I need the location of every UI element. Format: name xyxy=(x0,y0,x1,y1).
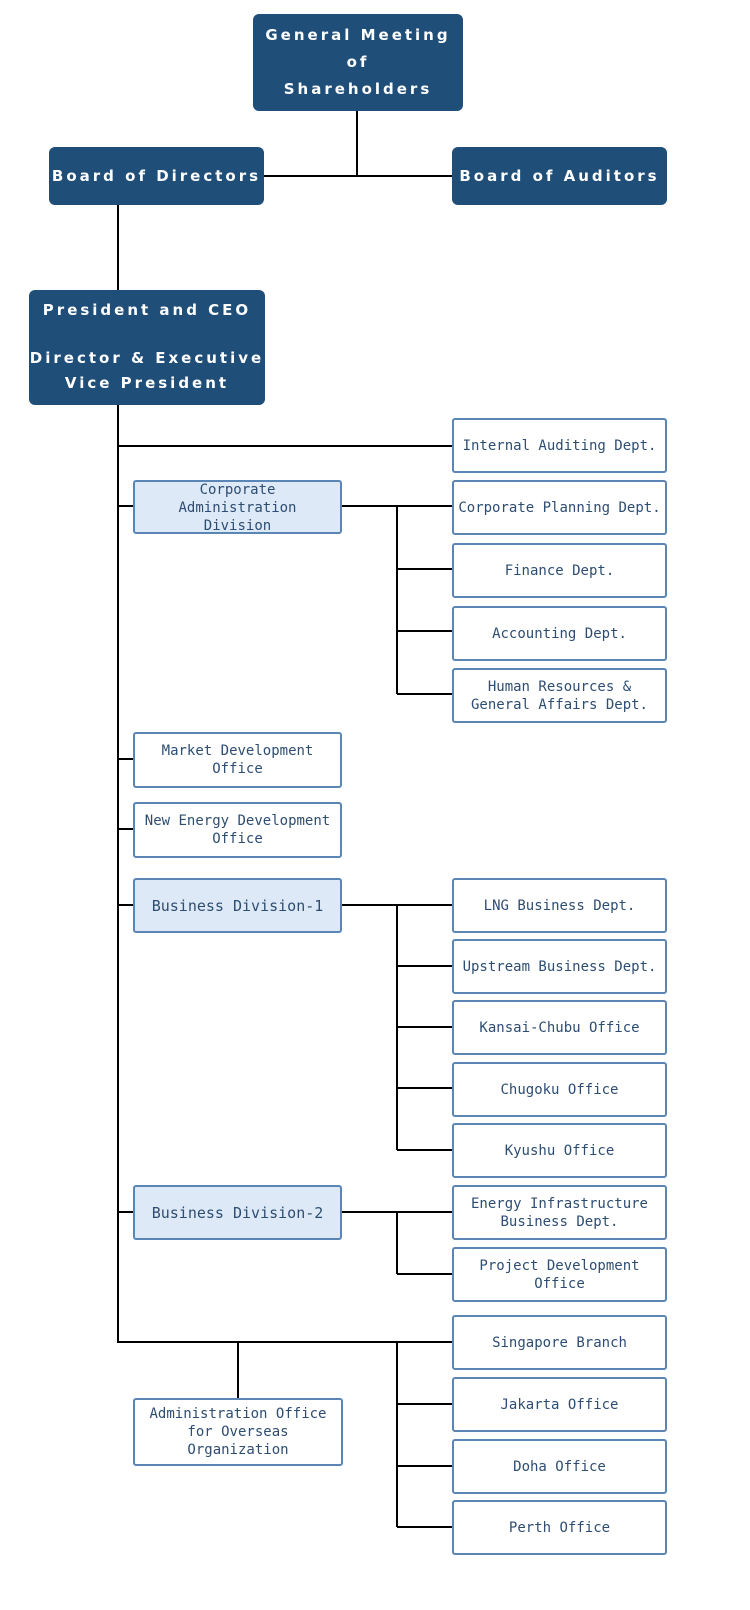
kansai-chubu-box: Kansai-Chubu Office xyxy=(452,1000,667,1055)
lng-business-box: LNG Business Dept. xyxy=(452,878,667,933)
energy-infrastructure-box: Energy Infrastructure Business Dept. xyxy=(452,1185,667,1240)
general-meeting-box: General Meeting of Shareholders xyxy=(253,14,463,111)
market-development-box: Market Development Office xyxy=(133,732,342,788)
internal-auditing-box: Internal Auditing Dept. xyxy=(452,418,667,473)
board-of-directors-box: Board of Directors xyxy=(49,147,264,205)
kyushu-box: Kyushu Office xyxy=(452,1123,667,1178)
director-label: Director & Executive Vice President xyxy=(29,349,265,392)
perth-office-box: Perth Office xyxy=(452,1500,667,1555)
new-energy-box: New Energy Development Office xyxy=(133,802,342,858)
admin-overseas-box: Administration Office for Overseas Organ… xyxy=(133,1398,343,1466)
president-box: President and CEO Director & Executive V… xyxy=(29,290,265,405)
upstream-business-box: Upstream Business Dept. xyxy=(452,939,667,994)
singapore-branch-box: Singapore Branch xyxy=(452,1315,667,1370)
project-development-box: Project Development Office xyxy=(452,1247,667,1302)
finance-box: Finance Dept. xyxy=(452,543,667,598)
hr-general-affairs-box: Human Resources & General Affairs Dept. xyxy=(452,668,667,723)
president-label: President and CEO xyxy=(42,301,252,319)
jakarta-office-box: Jakarta Office xyxy=(452,1377,667,1432)
corporate-admin-division-box: Corporate Administration Division xyxy=(133,480,342,534)
business-division-2-box: Business Division-2 xyxy=(133,1185,342,1240)
corporate-planning-box: Corporate Planning Dept. xyxy=(452,480,667,535)
chugoku-box: Chugoku Office xyxy=(452,1062,667,1117)
board-of-auditors-box: Board of Auditors xyxy=(452,147,667,205)
doha-office-box: Doha Office xyxy=(452,1439,667,1494)
business-division-1-box: Business Division-1 xyxy=(133,878,342,933)
accounting-box: Accounting Dept. xyxy=(452,606,667,661)
